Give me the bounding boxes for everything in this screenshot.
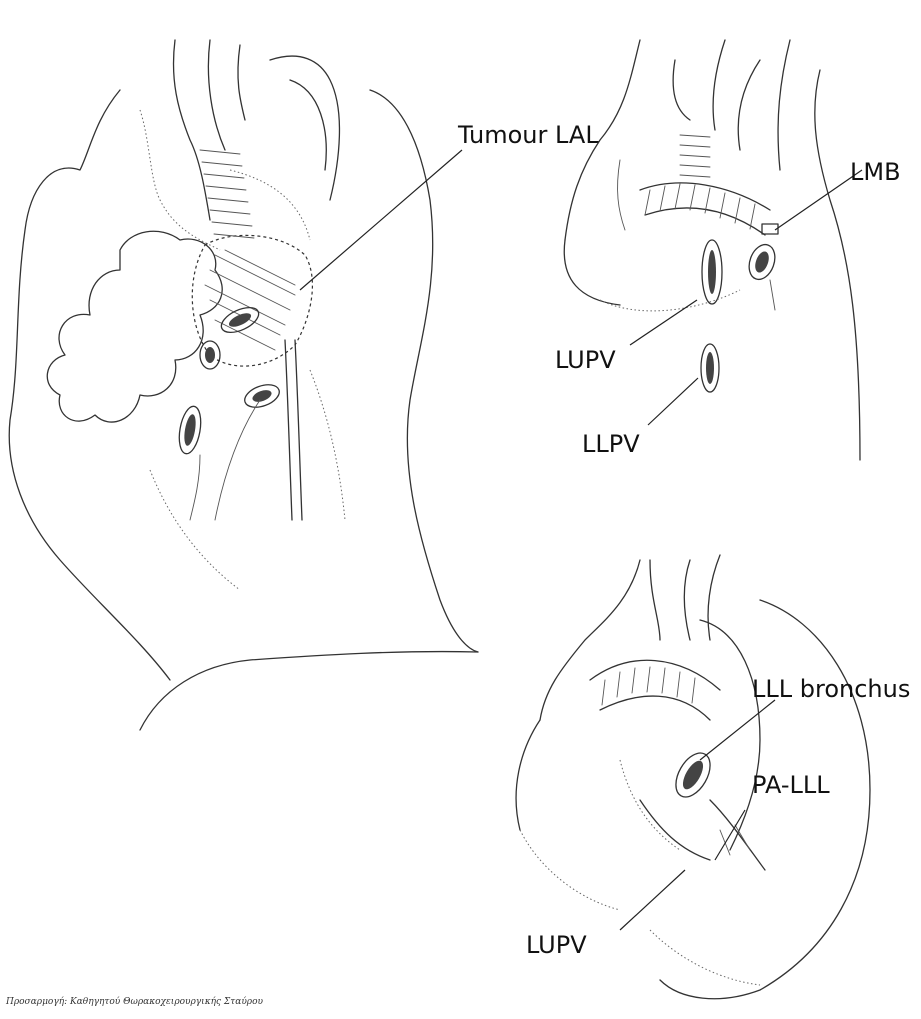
trachea-rings-top-right bbox=[680, 135, 710, 177]
trachea-rings bbox=[200, 150, 254, 238]
lll-bronchus-label: LLL bronchus bbox=[752, 675, 910, 703]
tumour-label: Tumour LAL bbox=[457, 121, 599, 149]
bronchus-hatching-bottom bbox=[602, 667, 695, 705]
lll-bronchus-leader-line bbox=[700, 700, 775, 760]
tumour-leader-line bbox=[300, 150, 462, 290]
right-lung-outline bbox=[370, 90, 478, 652]
vessel-sections-left bbox=[176, 302, 282, 455]
pa-lll-label: PA-LLL bbox=[752, 771, 830, 799]
lupv-bottom-leader-line bbox=[620, 870, 685, 930]
lmb-label: LMB bbox=[850, 158, 901, 186]
lupv-top-leader-line bbox=[630, 300, 697, 345]
top-right-drawing bbox=[564, 40, 860, 460]
left-thorax-drawing bbox=[9, 40, 478, 730]
llpv-leader-line bbox=[648, 378, 698, 425]
illustration-credit: Προσαρμογή: Καθηγητού Θωρακοχειρουργικής… bbox=[5, 996, 264, 1007]
lmb-leader-line bbox=[775, 170, 862, 230]
tumour-hatching bbox=[205, 250, 295, 350]
tumour-region bbox=[192, 235, 312, 366]
left-lung-outline bbox=[9, 90, 170, 680]
lupv-bottom-label: LUPV bbox=[526, 931, 587, 959]
bronchus-hatching bbox=[645, 184, 755, 229]
llpv-label: LLPV bbox=[582, 430, 640, 458]
lupv-top-label: LUPV bbox=[555, 346, 616, 374]
